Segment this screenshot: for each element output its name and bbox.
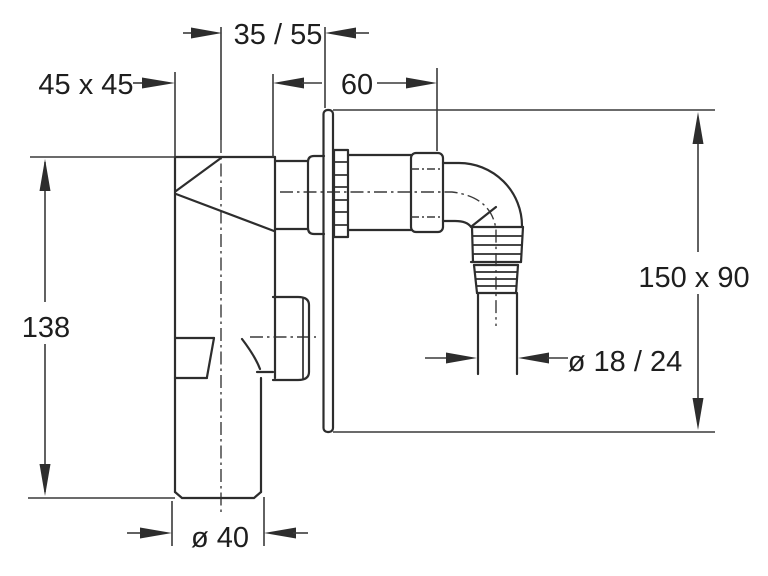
dim-label-thread-length: 60 <box>341 69 373 101</box>
shoulder-left-slant <box>205 336 216 379</box>
elbow-outer-curve <box>441 161 524 228</box>
funnel-upper-line <box>174 156 223 193</box>
dim-square-inlet: 45 x 45 <box>38 69 176 157</box>
overflow-cap <box>271 295 311 382</box>
trap-body <box>173 155 277 494</box>
dim-label-square-inlet: 45 x 45 <box>38 69 133 101</box>
arrow-down-icon <box>39 464 51 496</box>
dim-thread-length: 60 <box>272 68 438 157</box>
nut-outline <box>409 151 445 234</box>
elbow <box>441 161 524 229</box>
wall-plate <box>322 108 335 434</box>
funnel-lower-line <box>174 192 276 233</box>
dim-hose-connection: ø 18 / 24 <box>425 346 682 378</box>
arrow-right-icon <box>406 77 437 89</box>
barb-upper-left <box>470 225 475 264</box>
arrow-right-icon <box>446 352 477 364</box>
centerlines <box>220 140 497 512</box>
wall-plate-strip <box>322 108 335 434</box>
dim-label-outlet-diameter: ø 40 <box>191 522 249 554</box>
dim-label-body-height: 138 <box>22 312 70 344</box>
arrow-down-icon <box>692 398 704 430</box>
outlet-stub <box>346 153 413 232</box>
hose-barb <box>469 225 525 376</box>
arrow-up-icon <box>39 159 51 191</box>
outlet-centerline <box>280 191 497 326</box>
arrow-right-icon <box>142 77 175 89</box>
thread-outline <box>332 148 350 239</box>
inlet-pipe <box>273 154 326 236</box>
dim-wall-projection: 35 / 55 <box>183 19 369 140</box>
dim-outlet-diameter: ø 40 <box>127 497 308 554</box>
dim-body-height: 138 <box>22 156 175 499</box>
arrow-left-icon <box>273 77 304 89</box>
union-nut <box>409 151 445 234</box>
arrow-left-icon <box>325 27 356 39</box>
arrow-left-icon <box>264 527 296 539</box>
pipe-collar <box>306 154 326 236</box>
thread-section <box>332 148 350 239</box>
dim-label-mounting-plate: 150 x 90 <box>638 262 749 294</box>
cap-outline <box>271 295 311 382</box>
inner-outlet-curve <box>240 337 262 371</box>
arrow-right-icon <box>191 27 222 39</box>
arrow-right-icon <box>140 527 172 539</box>
outlet-pipe <box>173 376 263 500</box>
arrow-up-icon <box>692 112 704 144</box>
outlet-bottom-chamfer <box>173 490 263 500</box>
dim-label-wall-projection: 35 / 55 <box>234 19 323 51</box>
dim-label-hose-connection: ø 18 / 24 <box>568 346 682 378</box>
dim-mounting-plate: 150 x 90 <box>333 109 750 433</box>
elbow-inner-curve <box>441 219 473 229</box>
elbow-seam <box>470 205 498 228</box>
arrow-left-icon <box>518 352 549 364</box>
